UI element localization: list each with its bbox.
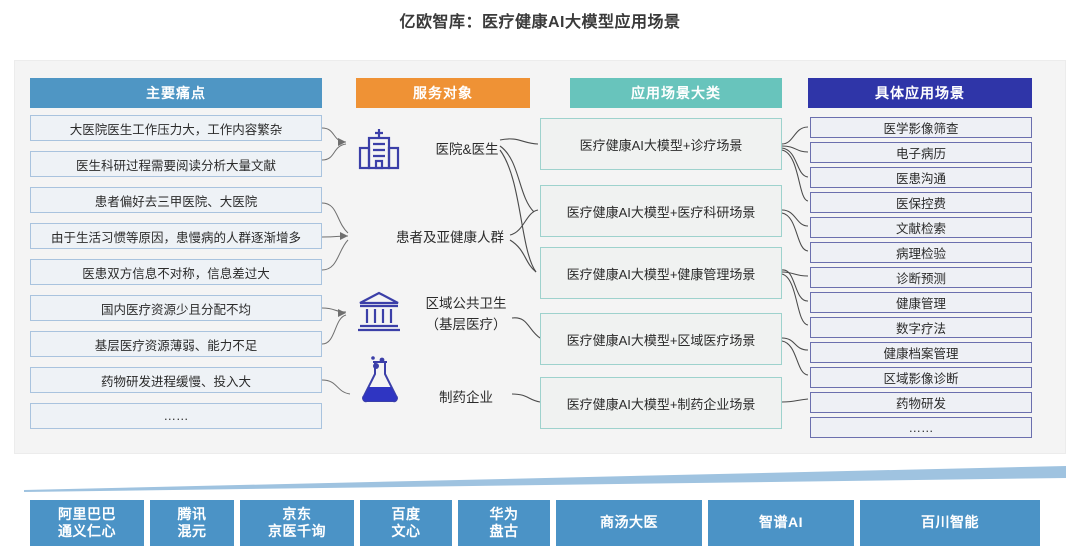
company-name-line2: 京医千询 bbox=[268, 523, 326, 539]
scene-item[interactable]: 健康管理 bbox=[810, 292, 1032, 313]
service-object-label: 医院&医生 bbox=[435, 142, 499, 157]
scene-item[interactable]: 数字疗法 bbox=[810, 317, 1032, 338]
pain-point-item[interactable]: 医生科研过程需要阅读分析大量文献 bbox=[30, 151, 322, 177]
service-object-label-line2: （基层医疗） bbox=[425, 316, 507, 332]
scene-item[interactable]: 医保控费 bbox=[810, 192, 1032, 213]
header-service: 服务对象 bbox=[356, 78, 530, 108]
company-name-line1: 百川智能 bbox=[921, 514, 979, 531]
company-name-line1: 阿里巴巴 bbox=[58, 505, 116, 522]
service-object-label: 患者及亚健康人群 bbox=[396, 230, 504, 245]
header-pain-points: 主要痛点 bbox=[30, 78, 322, 108]
scene-item[interactable]: 病理检验 bbox=[810, 242, 1032, 263]
pain-point-item[interactable]: 患者偏好去三甲医院、大医院 bbox=[30, 187, 322, 213]
scene-item[interactable]: 文献检索 bbox=[810, 217, 1032, 238]
company-name-line1: 腾讯 bbox=[177, 505, 207, 522]
company-box[interactable]: 阿里巴巴 通义仁心 bbox=[30, 500, 144, 546]
service-object-label-line1: 区域公共卫生 bbox=[425, 296, 507, 311]
scene-item[interactable]: 健康档案管理 bbox=[810, 342, 1032, 363]
hospital-icon bbox=[358, 129, 400, 170]
company-name-line1: 华为 bbox=[489, 505, 519, 522]
service-object-label: 制药企业 bbox=[439, 390, 493, 405]
scene-item[interactable]: 医学影像筛查 bbox=[810, 117, 1032, 138]
scene-item[interactable]: 区域影像诊断 bbox=[810, 367, 1032, 388]
service-object-label: 区域公共卫生 （基层医疗） bbox=[408, 294, 524, 336]
company-name-line2: 盘古 bbox=[489, 523, 519, 539]
company-box[interactable]: 百度 文心 bbox=[360, 500, 452, 546]
company-box[interactable]: 商汤大医 bbox=[556, 500, 702, 546]
company-name-line1: 百度 bbox=[391, 505, 421, 522]
page-title: 亿欧智库：医疗健康AI大模型应用场景 bbox=[399, 14, 681, 31]
scene-item[interactable]: …… bbox=[810, 417, 1032, 438]
company-box[interactable]: 华为 盘古 bbox=[458, 500, 550, 546]
header-category: 应用场景大类 bbox=[570, 78, 782, 108]
company-name-line1: 京东 bbox=[282, 505, 312, 522]
company-name-line1: 商汤大医 bbox=[600, 514, 658, 531]
category-item[interactable]: 医疗健康AI大模型+诊疗场景 bbox=[540, 118, 782, 170]
scene-item[interactable]: 诊断预测 bbox=[810, 267, 1032, 288]
company-box[interactable]: 京东 京医千询 bbox=[240, 500, 354, 546]
company-box[interactable]: 腾讯 混元 bbox=[150, 500, 234, 546]
category-item[interactable]: 医疗健康AI大模型+健康管理场景 bbox=[540, 247, 782, 299]
scene-item[interactable]: 药物研发 bbox=[810, 392, 1032, 413]
header-scene: 具体应用场景 bbox=[808, 78, 1032, 108]
category-item[interactable]: 医疗健康AI大模型+医疗科研场景 bbox=[540, 185, 782, 237]
scene-item[interactable]: 医患沟通 bbox=[810, 167, 1032, 188]
company-box[interactable]: 智谱AI bbox=[708, 500, 854, 546]
government-building-icon bbox=[358, 291, 400, 332]
company-name-line2: 通义仁心 bbox=[58, 523, 116, 539]
wedge-divider bbox=[24, 466, 1066, 492]
pain-point-item[interactable]: 基层医疗资源薄弱、能力不足 bbox=[30, 331, 322, 357]
pain-point-item[interactable]: 国内医疗资源少且分配不均 bbox=[30, 295, 322, 321]
pain-point-item[interactable]: 医患双方信息不对称，信息差过大 bbox=[30, 259, 322, 285]
pain-point-item[interactable]: 由于生活习惯等原因，患慢病的人群逐渐增多 bbox=[30, 223, 322, 249]
pain-point-item[interactable]: …… bbox=[30, 403, 322, 429]
company-name-line1: 智谱AI bbox=[759, 514, 803, 531]
category-item[interactable]: 医疗健康AI大模型+区域医疗场景 bbox=[540, 313, 782, 365]
company-name-line2: 文心 bbox=[391, 523, 421, 539]
category-item[interactable]: 医疗健康AI大模型+制药企业场景 bbox=[540, 377, 782, 429]
pain-point-item[interactable]: 大医院医生工作压力大，工作内容繁杂 bbox=[30, 115, 322, 141]
company-name-line2: 混元 bbox=[177, 523, 207, 539]
company-box[interactable]: 百川智能 bbox=[860, 500, 1040, 546]
scene-item[interactable]: 电子病历 bbox=[810, 142, 1032, 163]
flask-icon bbox=[362, 356, 398, 403]
pain-point-item[interactable]: 药物研发进程缓慢、投入大 bbox=[30, 367, 322, 393]
